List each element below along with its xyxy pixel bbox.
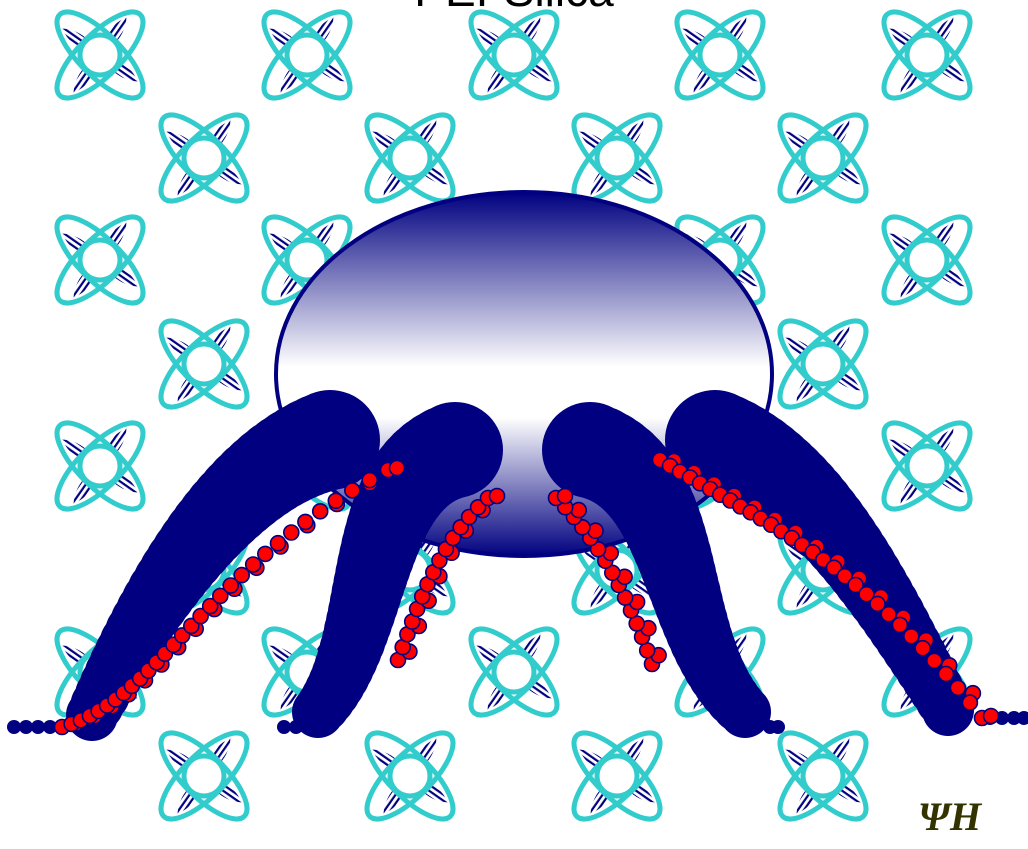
polymer-segment <box>542 402 638 498</box>
amine-bead <box>488 487 506 505</box>
amine-bead <box>891 616 909 634</box>
chain-end-bead <box>1017 711 1028 725</box>
lattice-unit <box>872 411 982 521</box>
amine-bead <box>244 556 262 573</box>
lattice-unit <box>768 721 878 831</box>
amine-bead <box>282 524 300 541</box>
lattice-unit <box>768 309 878 419</box>
amine-bead <box>589 540 607 558</box>
lattice-unit <box>768 103 878 213</box>
chain-end-bead <box>7 720 21 734</box>
amine-bead <box>925 652 943 670</box>
amine-bead <box>201 597 219 615</box>
amine-bead <box>914 639 932 657</box>
lattice-unit <box>665 0 775 110</box>
amine-bead <box>869 595 886 613</box>
amine-bead <box>902 627 920 645</box>
lattice-unit <box>562 721 672 831</box>
amine-bead-chains <box>7 451 1028 736</box>
amine-bead <box>343 482 361 499</box>
amine-bead <box>603 564 621 582</box>
lattice-unit <box>149 103 259 213</box>
chain-end-bead <box>1007 711 1021 725</box>
amine-bead <box>269 534 287 552</box>
amine-bead <box>982 707 1000 725</box>
amine-bead <box>256 545 274 563</box>
lattice-unit <box>872 205 982 315</box>
diagram-title: PEI-Silica <box>414 0 614 16</box>
amine-bead <box>327 492 345 510</box>
amine-bead <box>825 559 843 577</box>
amine-bead <box>212 587 229 605</box>
lattice-unit <box>459 0 569 110</box>
lattice-unit <box>45 205 155 315</box>
chain-end-bead <box>771 720 785 734</box>
amine-bead <box>570 501 588 519</box>
lattice-unit <box>459 617 569 727</box>
amine-bead <box>388 459 406 477</box>
amine-bead <box>233 566 250 584</box>
chain-end-bead <box>31 720 45 734</box>
amine-bead <box>949 679 967 697</box>
lattice-unit <box>355 103 465 213</box>
signature-mark: ΨH <box>918 794 983 839</box>
lattice-unit <box>45 411 155 521</box>
polymer-segment <box>280 390 380 490</box>
chain-end-bead <box>43 720 57 734</box>
chain-end-bead <box>277 720 291 734</box>
polymer-segment <box>665 390 765 490</box>
amine-bead <box>937 665 955 683</box>
amine-bead <box>361 471 379 489</box>
lattice-unit <box>149 309 259 419</box>
amine-bead <box>311 502 329 520</box>
amine-bead <box>297 513 314 531</box>
chain-end-bead <box>19 720 33 734</box>
amine-bead <box>847 576 864 594</box>
lattice-unit <box>149 721 259 831</box>
polymer-segment <box>407 402 503 498</box>
lattice-unit <box>252 0 362 110</box>
lattice-unit <box>45 0 155 110</box>
amine-bead <box>556 487 574 505</box>
amine-bead <box>222 577 239 594</box>
lattice-unit <box>872 0 982 110</box>
silica-particle <box>274 190 774 558</box>
pei-polymer-chains <box>66 390 974 741</box>
chain-end-bead <box>289 720 303 734</box>
amine-bead <box>192 607 209 625</box>
amine-bead <box>961 694 979 711</box>
lattice-unit <box>355 721 465 831</box>
